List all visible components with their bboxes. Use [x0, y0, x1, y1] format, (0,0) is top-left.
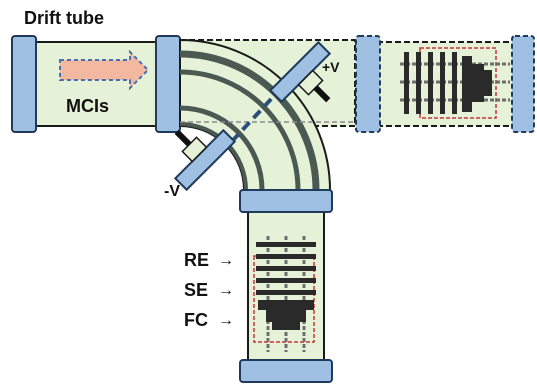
re-arrow: →	[218, 252, 234, 269]
drift-tube-left-flange	[11, 35, 37, 133]
fc-label: FC	[184, 310, 208, 330]
drift-tube-right-flange	[155, 35, 181, 133]
minus-v-label: -V	[164, 183, 180, 200]
repeller-electrode	[256, 242, 316, 247]
se-arrow: →	[218, 282, 234, 299]
right-tube-left-flange	[355, 35, 381, 133]
re-label: RE	[184, 250, 209, 270]
drift-tube-body	[29, 41, 161, 127]
fc-arrow: →	[218, 312, 234, 329]
lower-detector-stack	[256, 236, 316, 352]
lower-tube-bottom-flange	[239, 359, 333, 383]
suppressor-electrode	[256, 278, 316, 283]
lower-tube-top-flange	[239, 189, 333, 213]
mcis-label: MCIs	[66, 96, 109, 116]
se-label: SE	[184, 280, 208, 300]
bender-electrode-inner	[179, 105, 265, 191]
right-detector-stack	[400, 52, 510, 114]
negative-voltage-feedthrough	[173, 128, 237, 192]
faraday-cup	[266, 310, 306, 322]
bender-electrode-middle	[179, 69, 301, 191]
right-tube-right-flange	[511, 35, 535, 133]
positive-voltage-feedthrough	[268, 40, 332, 104]
plus-v-label: +V	[322, 59, 340, 75]
drift-tube-label: Drift tube	[24, 8, 104, 28]
mci-beam-arrow	[59, 49, 150, 91]
